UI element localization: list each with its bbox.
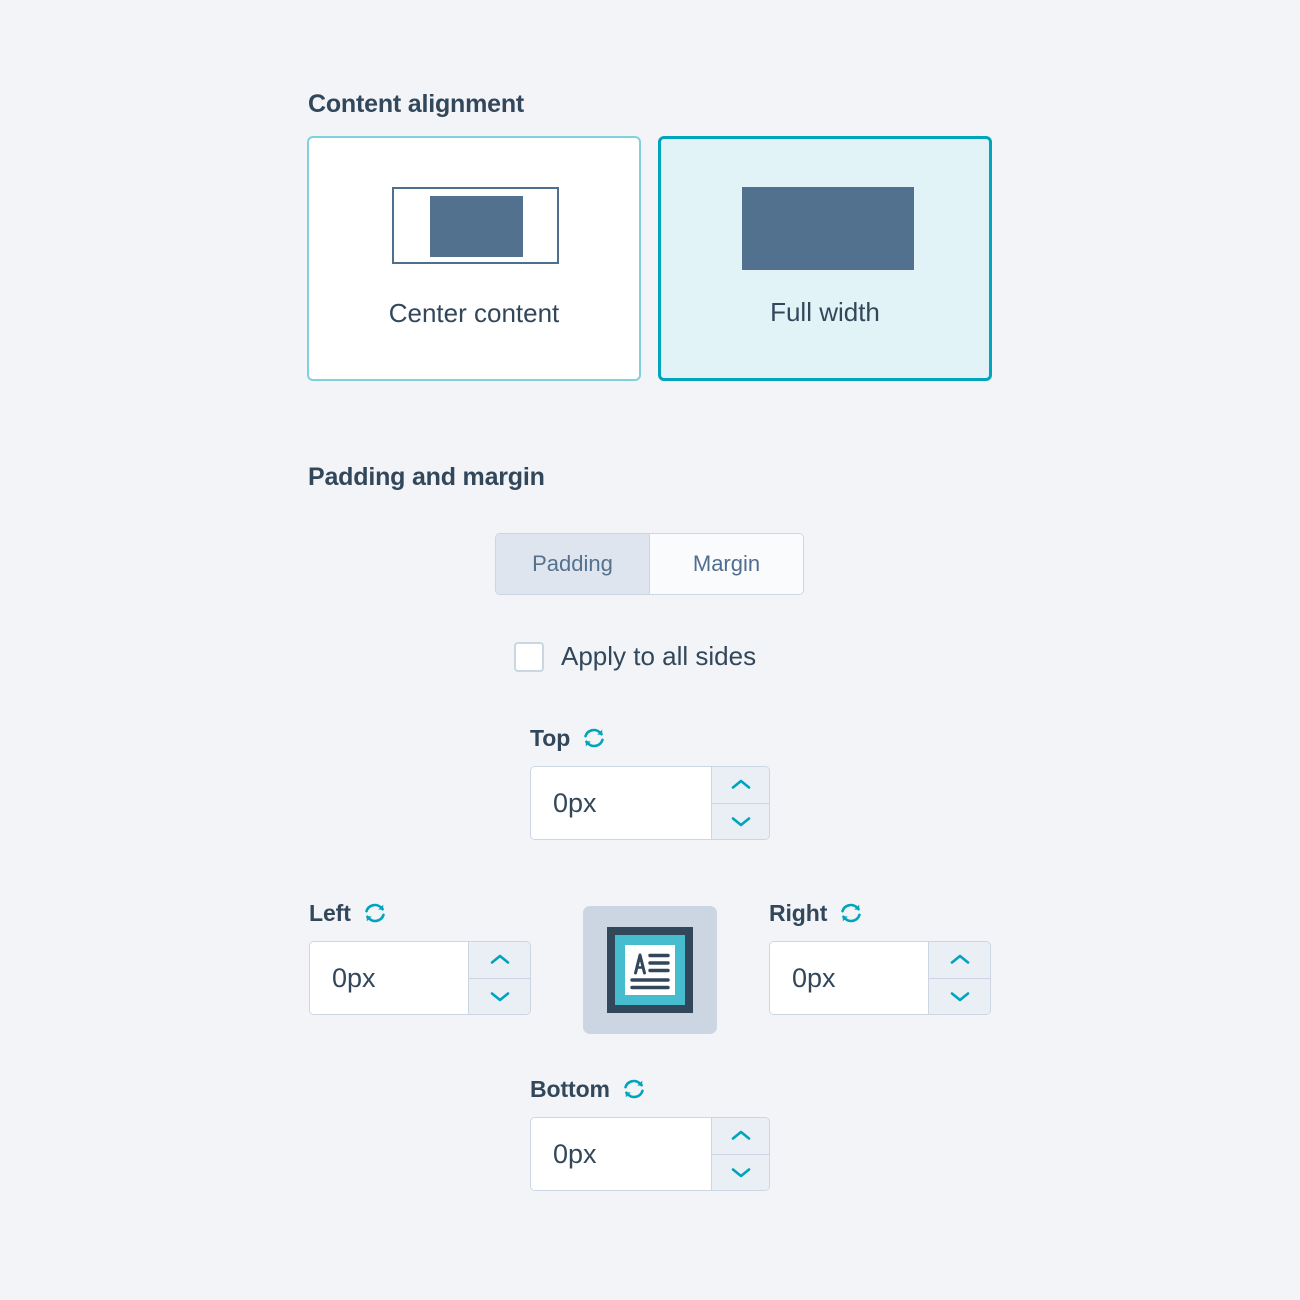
- chevron-down-icon[interactable]: [929, 977, 990, 1014]
- alignment-option-center-content[interactable]: Center content: [307, 136, 641, 381]
- field-top-spinner: [711, 767, 769, 839]
- field-top-label: Top: [530, 724, 571, 751]
- field-left: Left: [309, 899, 531, 1015]
- field-bottom-input[interactable]: [531, 1118, 711, 1190]
- center-content-preview: [392, 187, 559, 264]
- padding-margin-toggle: Padding Margin: [495, 533, 804, 595]
- chevron-up-icon[interactable]: [712, 1118, 769, 1154]
- chevron-up-icon[interactable]: [469, 942, 530, 978]
- tab-padding[interactable]: Padding: [496, 534, 649, 594]
- refresh-icon[interactable]: [838, 900, 864, 926]
- refresh-icon[interactable]: [581, 725, 607, 751]
- field-right-header: Right: [769, 899, 991, 927]
- field-right-label: Right: [769, 899, 828, 926]
- alignment-option-label-full: Full width: [770, 297, 880, 327]
- field-right-input[interactable]: [770, 942, 928, 1014]
- field-top-header: Top: [530, 724, 770, 752]
- field-left-label: Left: [309, 899, 351, 926]
- field-bottom-header: Bottom: [530, 1075, 770, 1103]
- content-alignment-heading: Content alignment: [308, 90, 525, 118]
- field-left-header: Left: [309, 899, 531, 927]
- field-top: Top: [530, 724, 770, 840]
- refresh-icon[interactable]: [362, 900, 388, 926]
- document-text-icon: [607, 927, 693, 1013]
- chevron-up-icon[interactable]: [712, 767, 769, 803]
- apply-to-all-sides-row[interactable]: Apply to all sides: [514, 641, 756, 672]
- refresh-icon[interactable]: [621, 1076, 647, 1102]
- alignment-option-full-width[interactable]: Full width: [658, 136, 992, 381]
- padding-margin-heading: Padding and margin: [308, 463, 545, 491]
- tab-margin[interactable]: Margin: [649, 534, 803, 594]
- full-width-preview: [742, 187, 914, 270]
- field-left-spinner: [468, 942, 530, 1014]
- field-right-spinner: [928, 942, 990, 1014]
- field-right-stepper: [769, 941, 991, 1015]
- chevron-down-icon[interactable]: [469, 977, 530, 1014]
- field-top-stepper: [530, 766, 770, 840]
- field-bottom-spinner: [711, 1118, 769, 1190]
- alignment-option-label-center: Center content: [388, 298, 560, 328]
- field-top-input[interactable]: [531, 767, 711, 839]
- field-left-stepper: [309, 941, 531, 1015]
- field-bottom-stepper: [530, 1117, 770, 1191]
- field-left-input[interactable]: [310, 942, 468, 1014]
- preview-block: [430, 196, 523, 257]
- chevron-down-icon[interactable]: [712, 802, 769, 839]
- field-bottom: Bottom: [530, 1075, 770, 1191]
- apply-to-all-sides-label: Apply to all sides: [561, 641, 757, 671]
- apply-to-all-sides-checkbox[interactable]: [514, 641, 544, 672]
- box-model-preview: [583, 906, 717, 1034]
- chevron-up-icon[interactable]: [929, 942, 990, 978]
- field-bottom-label: Bottom: [530, 1075, 610, 1102]
- field-right: Right: [769, 899, 991, 1015]
- chevron-down-icon[interactable]: [712, 1153, 769, 1190]
